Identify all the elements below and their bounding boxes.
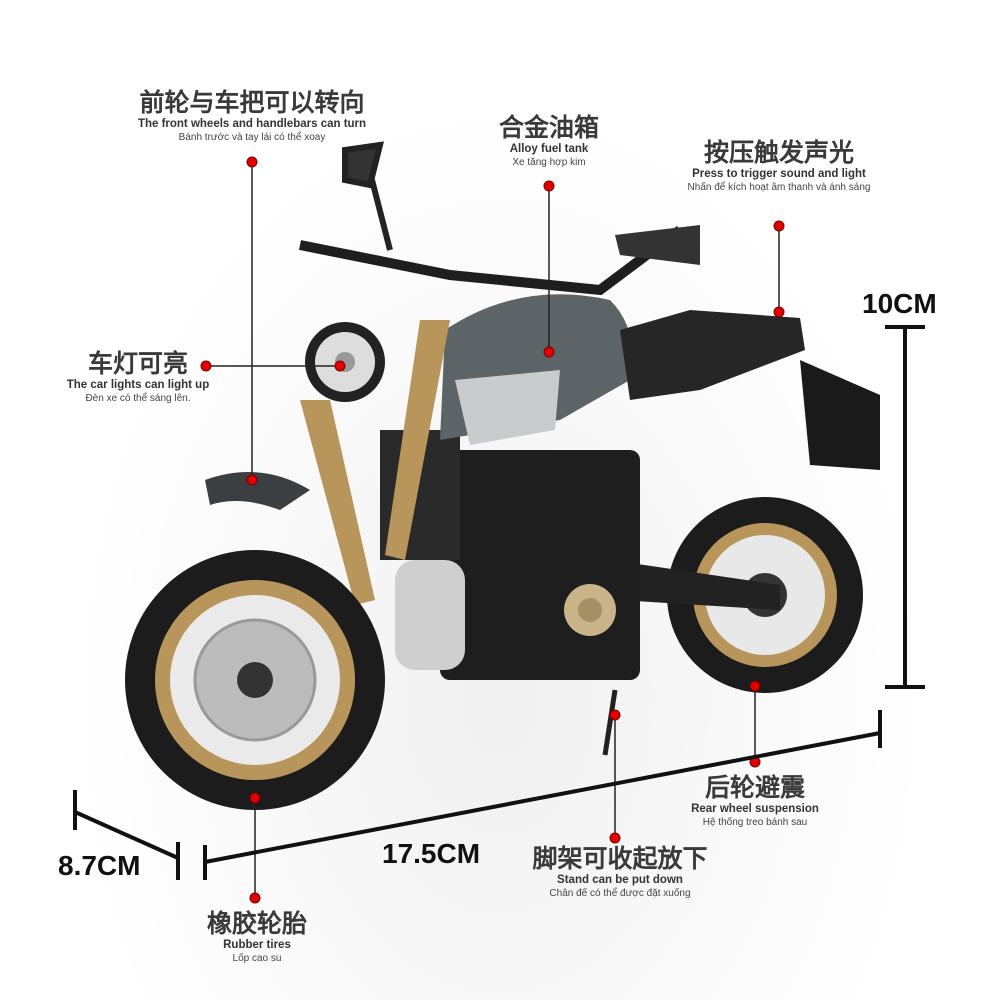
- feature-rear-suspension: 后轮避震 Rear wheel suspension Hệ thống treo…: [691, 774, 819, 829]
- feature-steering: 前轮与车把可以转向 The front wheels and handlebar…: [138, 89, 366, 144]
- headlight: [305, 322, 385, 402]
- front-fender: [205, 472, 310, 510]
- feature-en: Press to trigger sound and light: [692, 168, 866, 180]
- feature-vi: Nhấn để kích hoạt âm thanh và ánh sáng: [687, 182, 871, 193]
- feature-en: Stand can be put down: [557, 874, 683, 886]
- swingarm: [610, 560, 780, 610]
- mirror-left: [342, 141, 393, 251]
- feature-vi: Chân đế có thể được đặt xuống: [549, 888, 691, 899]
- feature-sound-light: 按压触发声光 Press to trigger sound and light …: [688, 139, 871, 194]
- feature-kickstand: 脚架可收起放下 Stand can be put down Chân đế có…: [532, 845, 707, 900]
- front-fork: [300, 400, 375, 605]
- side-panel: [455, 370, 560, 445]
- callout-lines: [206, 162, 780, 898]
- marker-dots: [200, 156, 785, 904]
- feature-en: The front wheels and handlebars can turn: [137, 118, 367, 130]
- feature-lights: 车灯可亮 The car lights can light up Đèn xe …: [67, 350, 210, 405]
- feature-title: 橡胶轮胎: [206, 909, 308, 938]
- feature-title: 后轮避震: [704, 773, 806, 802]
- height-dimension-label: 10CM: [862, 288, 937, 319]
- feature-en: The car lights can light up: [66, 379, 210, 391]
- mirror-right: [615, 225, 700, 265]
- dimension-lines: [73, 325, 925, 880]
- rear-plate: [800, 360, 880, 470]
- feature-tires: 橡胶轮胎 Rubber tires Lốp cao su: [207, 910, 307, 965]
- kickstand: [602, 689, 618, 756]
- feature-vi: Đèn xe có thể sáng lên.: [85, 393, 191, 404]
- feature-en: Rear wheel suspension: [691, 803, 819, 815]
- feature-title: 按压触发声光: [703, 138, 854, 167]
- feature-vi: Hệ thống treo bánh sau: [702, 817, 808, 828]
- length-dimension-label: 17.5CM: [382, 838, 481, 869]
- feature-vi: Lốp cao su: [232, 953, 282, 964]
- handlebar: [299, 226, 683, 296]
- front-wheel: [125, 550, 385, 810]
- seat: [620, 310, 805, 400]
- feature-title: 合金油箱: [498, 113, 600, 142]
- feature-title: 车灯可亮: [87, 349, 188, 378]
- feature-vi: Xe tăng hợp kim: [512, 157, 586, 168]
- front-fork-right: [385, 320, 450, 560]
- engine: [380, 430, 640, 680]
- feature-en: Rubber tires: [223, 939, 291, 951]
- feature-vi: Bánh trước và tay lái có thể xoay: [178, 132, 326, 143]
- width-dimension-label: 8.7CM: [58, 850, 141, 881]
- feature-en: Alloy fuel tank: [509, 143, 589, 155]
- feature-title: 脚架可收起放下: [532, 844, 708, 873]
- feature-fuel-tank: 合金油箱 Alloy fuel tank Xe tăng hợp kim: [499, 114, 599, 169]
- feature-title: 前轮与车把可以转向: [139, 88, 365, 117]
